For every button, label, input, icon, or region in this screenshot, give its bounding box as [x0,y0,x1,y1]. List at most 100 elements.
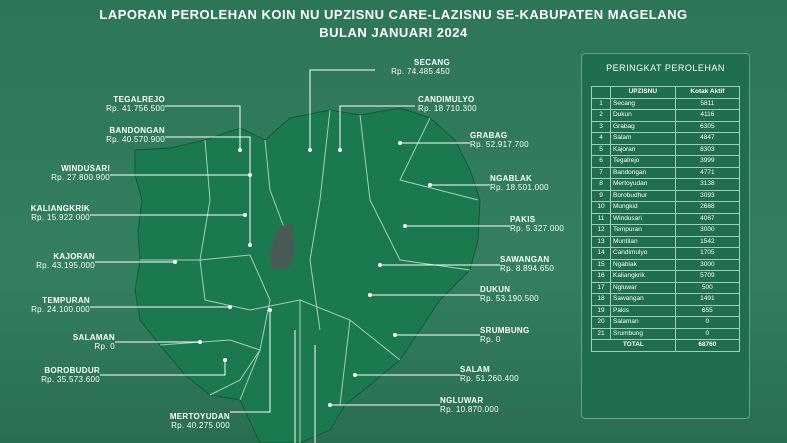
district-name: Mertoyudan [610,178,676,191]
district-name: Windusari [610,212,676,225]
district-name: Tempuran [610,224,676,237]
district-name: Mungkid [610,201,676,214]
rank-number: 18 [591,293,611,306]
rank-number: 6 [591,155,611,168]
col-header-number [591,86,611,99]
rank-number: 14 [591,247,611,260]
page-title: LAPORAN PEROLEHAN KOIN NU UPZISNU CARE-L… [99,7,688,22]
active-boxes: 3000 [674,224,741,237]
district-name: Ngluwar [610,281,676,294]
district-name: Salaman [610,316,676,329]
district-name: Ngablak [610,258,676,271]
ranking-panel: PERINGKAT PEROLEHAN UPZISNU Kotak Aktif … [581,53,750,419]
rank-number: 7 [591,166,611,179]
table-header-row: UPZISNU Kotak Aktif [591,86,741,99]
rank-number: 20 [591,316,611,329]
rank-number: 11 [591,212,611,225]
city-area [270,224,295,270]
district-name: Tegalrejo [610,155,676,168]
active-boxes: 2688 [674,201,741,214]
rank-number: 9 [591,189,611,202]
district-name: Dukun [610,109,676,122]
active-boxes: 6305 [674,120,741,133]
active-boxes: 4847 [674,132,741,145]
district-name: Bandongan [610,166,676,179]
active-boxes: 3999 [674,155,741,168]
rank-number: 1 [591,97,611,110]
rank-number: 15 [591,258,611,271]
district-name: Pakis [610,304,676,317]
active-boxes: 8303 [674,143,741,156]
active-boxes: 5811 [674,97,741,110]
col-header-kotak-aktif: Kotak Aktif [674,86,741,99]
active-boxes: 4116 [674,109,741,122]
district-name: Sawangan [610,293,676,306]
total-value: 68760 [674,339,741,352]
district-name: Secang [610,97,676,110]
active-boxes: 500 [674,281,741,294]
district-name: Grabag [610,120,676,133]
active-boxes: 1491 [674,293,741,306]
rank-number: 2 [591,109,611,122]
rank-number: 21 [591,327,611,340]
rank-number: 12 [591,224,611,237]
district-name: Salam [610,132,676,145]
active-boxes: 4771 [674,166,741,179]
district-name: Borobudhur [610,189,676,202]
rank-number: 16 [591,270,611,283]
district-name: Kajoran [610,143,676,156]
ranking-title: PERINGKAT PEROLEHAN [606,63,725,73]
district-name: Kaliangkrik [610,270,676,283]
rank-number: 13 [591,235,611,248]
district-name: Muntilan [610,235,676,248]
active-boxes: 0 [674,316,741,329]
district-name: Srumbung [610,327,676,340]
rank-number: 3 [591,120,611,133]
rank-number: 19 [591,304,611,317]
rank-number: 4 [591,132,611,145]
active-boxes: 4087 [674,212,741,225]
district-name: Candimulyo [610,247,676,260]
active-boxes: 1542 [674,235,741,248]
total-label: TOTAL [591,339,676,352]
